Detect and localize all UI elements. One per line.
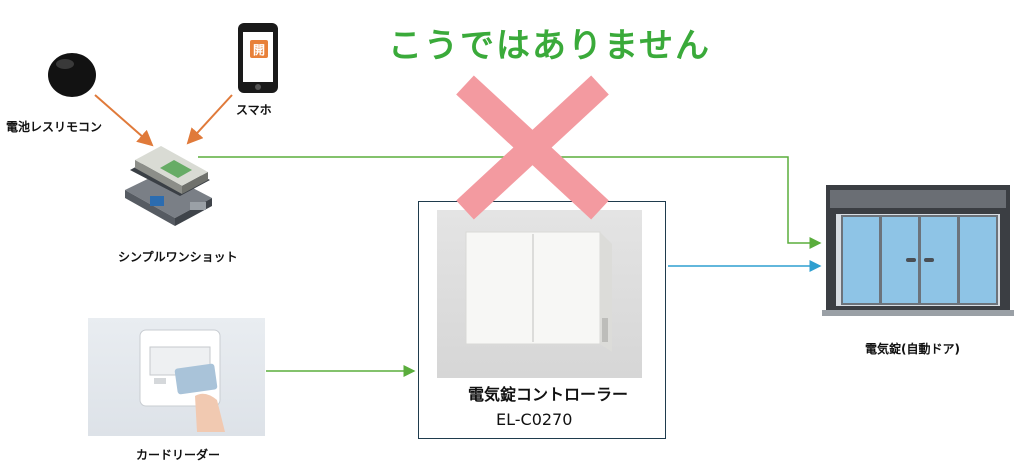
door-label: 電気錠(自動ドア) <box>865 342 960 356</box>
oneshot-label: シンプルワンショット <box>118 250 238 264</box>
controller-enclosure <box>465 231 612 352</box>
headline: こうではありません <box>388 26 711 66</box>
smartphone-icon <box>238 23 278 93</box>
controller-model-label: EL-C0270 <box>496 410 573 429</box>
arrow-remote-to-oneshot <box>94 94 154 147</box>
card-reader-label: カードリーダー <box>136 448 221 462</box>
line-oneshot-to-door <box>198 156 822 249</box>
remote-button-icon <box>48 53 96 97</box>
arrow-phone-to-oneshot <box>186 94 233 145</box>
phone-open-glyph: 開 <box>253 43 265 57</box>
remote-label: 電池レスリモコン <box>6 120 103 134</box>
oneshot-device-icon <box>125 146 212 226</box>
controller-name-label: 電気錠コントローラー <box>468 385 629 404</box>
cross-mark-icon <box>456 75 609 220</box>
automatic-door-icon <box>822 185 1014 316</box>
card-reader-panel <box>139 329 225 432</box>
phone-label: スマホ <box>236 103 272 117</box>
